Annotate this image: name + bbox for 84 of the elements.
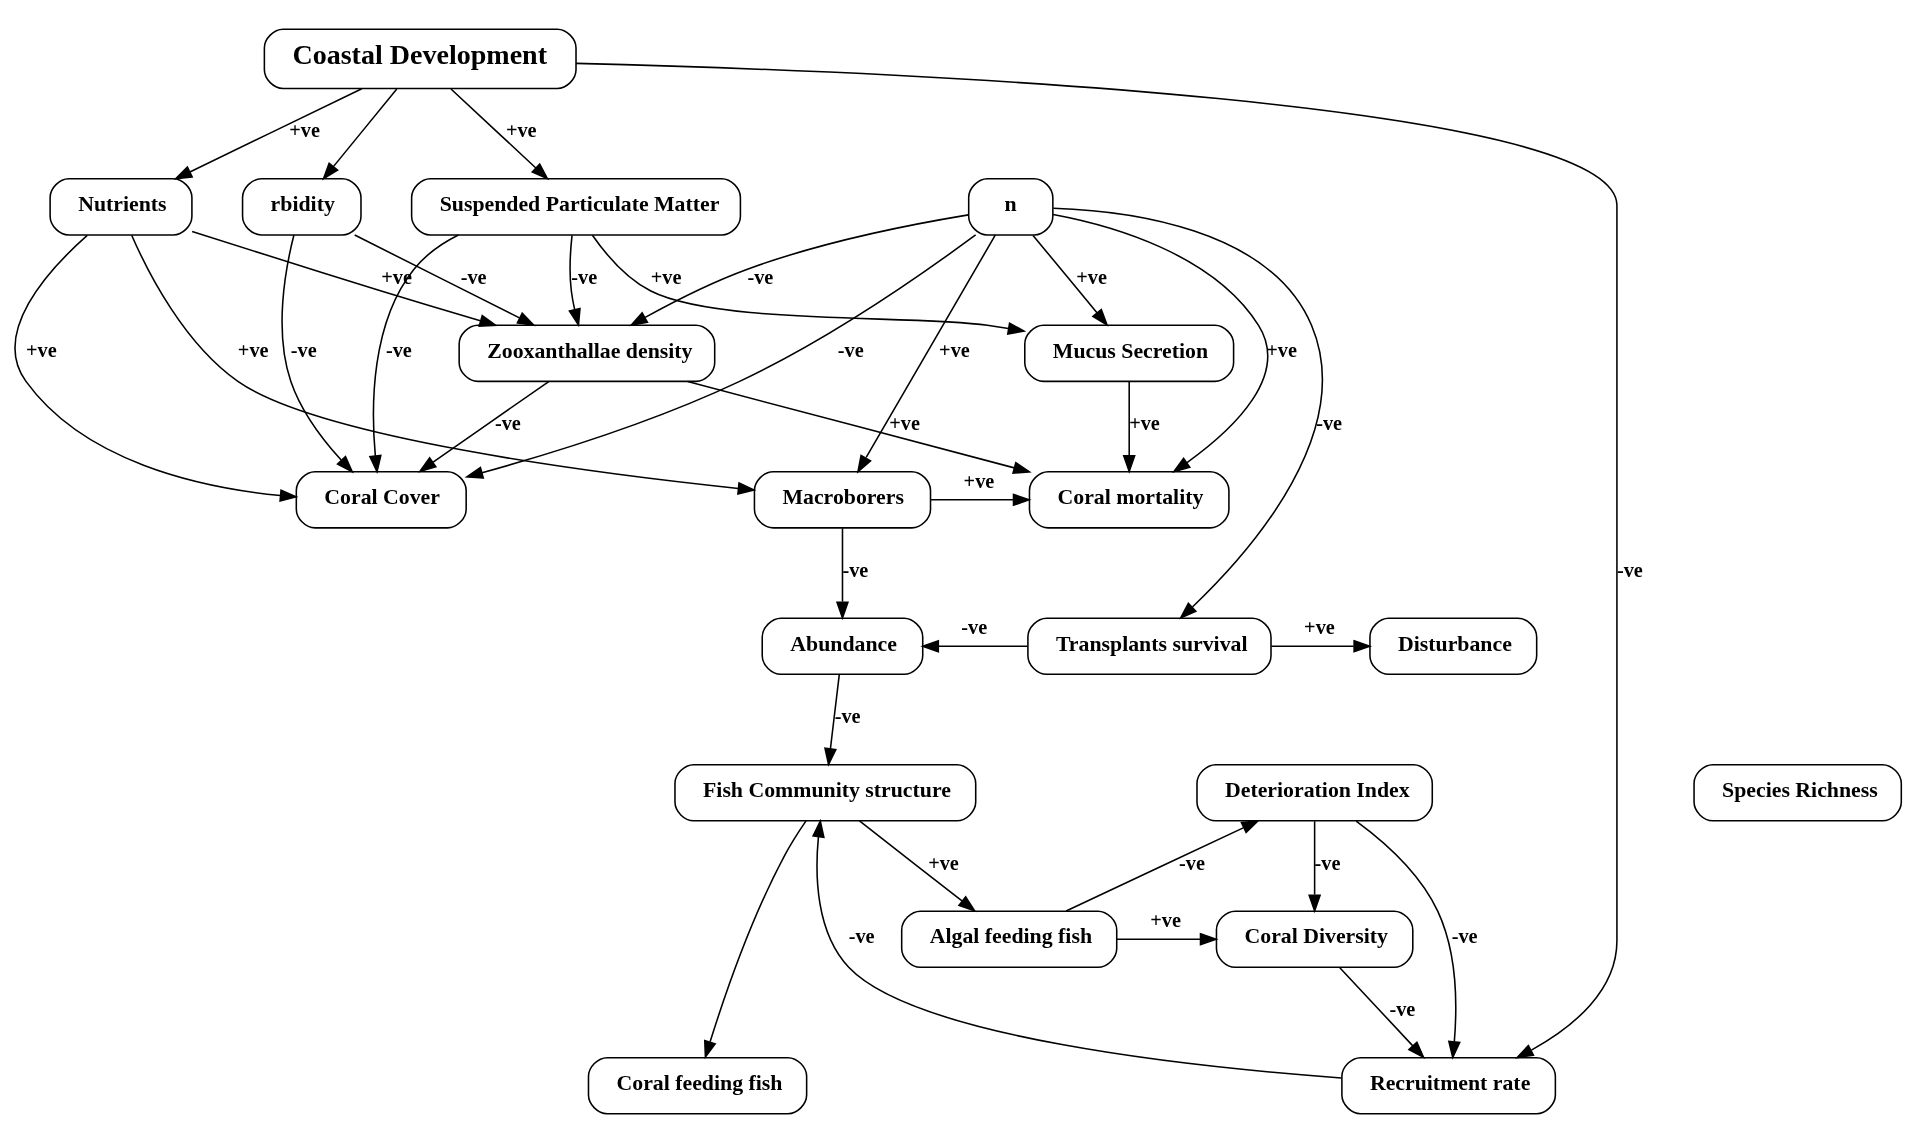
edge-label: +ve xyxy=(25,339,57,362)
node-box: Nutrients xyxy=(49,178,193,236)
node-box: Coral feeding fish xyxy=(587,1056,808,1115)
edge-label: -ve xyxy=(961,616,988,639)
edge-label: -ve xyxy=(290,339,317,362)
node-box: Coral mortality xyxy=(1028,471,1230,529)
arrow xyxy=(14,234,299,502)
edge-label: +ve xyxy=(1076,265,1107,288)
arrow xyxy=(1052,207,1324,620)
arrow xyxy=(130,234,757,495)
edge-label: +ve xyxy=(1266,339,1297,362)
node-box: Recruitment rate xyxy=(1341,1056,1557,1115)
arrow xyxy=(686,380,1032,475)
edge-label: -ve xyxy=(494,412,521,435)
node-box: Disturbance xyxy=(1369,617,1538,676)
edge-label: -ve xyxy=(837,339,864,362)
arrow xyxy=(1052,213,1269,473)
node-box: Transplants survival xyxy=(1027,617,1272,676)
arrow xyxy=(450,88,550,181)
arrow xyxy=(930,493,1032,507)
arrow xyxy=(629,214,970,327)
node-box: Fish Community structure xyxy=(674,763,977,822)
node-box: Coral Diversity xyxy=(1215,910,1414,969)
edge-label: -ve xyxy=(1451,924,1478,947)
node-box: Mucus Secretion xyxy=(1024,324,1235,383)
edge-label: +ve xyxy=(1304,616,1335,639)
arrow xyxy=(1065,819,1261,912)
arrow xyxy=(322,88,398,181)
edge-label: +ve xyxy=(505,119,537,142)
arrow xyxy=(1308,820,1322,914)
arrow xyxy=(568,234,581,328)
edge-label: -ve xyxy=(1179,851,1205,874)
arrow xyxy=(858,820,977,913)
edge-label: -ve xyxy=(747,265,774,288)
node-box: Coral Cover xyxy=(295,471,467,529)
edge-label: +ve xyxy=(650,265,682,288)
node-box: Coastal Development xyxy=(263,28,577,90)
arrow xyxy=(1116,932,1219,946)
arrow xyxy=(575,62,1618,1059)
edge-label: -ve xyxy=(834,705,861,728)
node-box: Algal feeding fish xyxy=(900,910,1118,969)
node-box: Species Richness xyxy=(1693,763,1903,822)
arrow xyxy=(1339,967,1426,1060)
arrow xyxy=(703,820,807,1060)
arrow xyxy=(920,639,1029,653)
arrow xyxy=(281,234,354,474)
edge-label: -ve xyxy=(385,339,412,362)
edge-label: +ve xyxy=(928,851,959,874)
edge-label: +ve xyxy=(237,339,269,362)
arrow xyxy=(824,674,841,767)
arrow xyxy=(368,234,460,474)
node-box: Suspended Particulate Matter xyxy=(410,178,742,236)
arrow xyxy=(835,527,850,621)
arrow xyxy=(464,234,977,479)
edge-label: -ve xyxy=(571,265,598,288)
edge-label: -ve xyxy=(1314,851,1341,874)
edge-label: -ve xyxy=(842,558,869,581)
arrow xyxy=(173,87,363,180)
arrow xyxy=(811,818,1343,1079)
edge-label: +ve xyxy=(1150,909,1181,932)
arrow xyxy=(1355,820,1461,1060)
arrow xyxy=(353,234,536,327)
edge-label: -ve xyxy=(1389,998,1416,1021)
edge-label: +ve xyxy=(963,469,995,492)
arrow xyxy=(856,234,996,474)
arrow xyxy=(1122,381,1136,474)
arrow xyxy=(191,230,498,327)
edge-label: +ve xyxy=(1129,412,1160,435)
edge-label: +ve xyxy=(889,412,920,435)
node-box: Zooxanthallae density xyxy=(458,324,716,383)
arrow xyxy=(591,234,1027,335)
edge-label: +ve xyxy=(289,119,320,142)
edge-label: -ve xyxy=(848,924,875,947)
arrow xyxy=(1032,234,1109,327)
node-box: Abundance xyxy=(761,617,924,676)
arrow xyxy=(418,380,550,473)
node-box: n xyxy=(967,178,1054,236)
node-box: Deterioration Index xyxy=(1196,763,1434,822)
edge-label: -ve xyxy=(1316,412,1343,435)
edge-label: +ve xyxy=(939,339,970,362)
edge-label: -ve xyxy=(460,265,487,288)
node-box: Macroborers xyxy=(753,471,932,529)
arrow xyxy=(1270,639,1373,653)
node-box: rbidity xyxy=(241,178,362,236)
